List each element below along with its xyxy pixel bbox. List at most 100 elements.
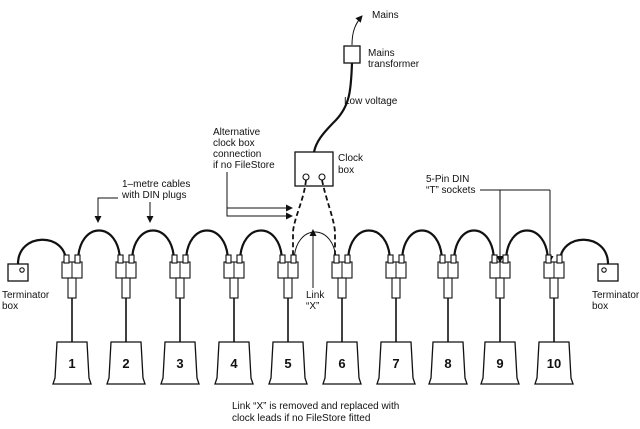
clock-socket-right (318, 173, 326, 181)
t-socket-plug-left (63, 254, 70, 264)
network-cable (130, 229, 176, 263)
alt-clock-label-3: connection (213, 149, 261, 160)
alt-clock-pointer (226, 172, 293, 212)
t-socket-plug-right (128, 254, 135, 264)
network-cable (16, 238, 68, 265)
station-3 (160, 341, 200, 385)
t-socket-plug-left (333, 254, 340, 264)
network-cable (504, 229, 550, 263)
t-socket-plug-left (491, 254, 498, 264)
station-number: 10 (547, 356, 561, 371)
t-socket-plug-left (439, 254, 446, 264)
cables-label-1: 1–metre cables (122, 179, 190, 190)
terminator-right-label-1: Terminator (592, 290, 640, 301)
network-cable (76, 229, 122, 263)
station-7 (376, 341, 416, 385)
terminator-left-label-1: Terminator (2, 290, 50, 301)
station-number: 6 (338, 356, 345, 371)
mains-label: Mains (372, 10, 399, 21)
alt-clock-label-4: if no FileStore (213, 160, 275, 171)
station-number: 7 (392, 356, 399, 371)
network-cable (238, 229, 284, 263)
station-number: 8 (444, 356, 451, 371)
din-label-1: 5-Pin DIN (426, 174, 469, 185)
drop-plug (495, 277, 505, 299)
footer-note-2: clock leads if no FileStore fitted (232, 413, 370, 424)
alt-clock-pointer-2 (226, 208, 293, 220)
t-socket-plug-left (225, 254, 232, 264)
network-cable (184, 229, 230, 263)
station-5 (268, 341, 308, 385)
t-socket-plug-right (182, 254, 189, 264)
t-socket-plug-left (387, 254, 394, 264)
t-socket-plug-right (344, 254, 351, 264)
station-2 (106, 341, 146, 385)
link-x-label-1: Link (306, 290, 325, 301)
station-number: 3 (176, 356, 183, 371)
station-8 (428, 341, 468, 385)
t-socket-plug-right (450, 254, 457, 264)
t-socket-plug-left (545, 254, 552, 264)
station-number: 1 (68, 356, 75, 371)
terminator-box-left (7, 263, 29, 282)
drop-plug (67, 277, 77, 299)
footer-note-1: Link “X” is removed and replaced with (232, 401, 399, 412)
network-cable (558, 238, 610, 265)
drop-plug (337, 277, 347, 299)
t-socket-plug-right (556, 254, 563, 264)
t-socket-plug-left (279, 254, 286, 264)
low-voltage-lead (312, 62, 354, 153)
station-10 (534, 341, 574, 385)
t-socket-plug-right (502, 254, 509, 264)
terminator-right-socket (601, 267, 607, 273)
station-4 (214, 341, 254, 385)
t-socket-plug-right (236, 254, 243, 264)
station-number: 2 (122, 356, 129, 371)
clock-socket-left (302, 173, 310, 181)
cables-pointer (97, 197, 118, 206)
terminator-box-right (597, 263, 619, 282)
t-socket-plug-left (171, 254, 178, 264)
terminator-right-label-2: box (592, 301, 608, 312)
station-number: 4 (230, 356, 238, 371)
clock-lead-right (321, 179, 336, 262)
station-6 (322, 341, 362, 385)
clock-box (294, 151, 334, 187)
alt-clock-label-2: clock box (213, 138, 255, 149)
network-cable (346, 229, 392, 263)
drop-plug (175, 277, 185, 299)
cables-label-2: with DIN plugs (121, 190, 186, 201)
t-socket-plug-right (290, 254, 297, 264)
drop-plug (283, 277, 293, 299)
drop-plug (121, 277, 131, 299)
t-socket-plug-right (398, 254, 405, 264)
link-x-cable (293, 231, 337, 263)
station-number: 5 (284, 356, 291, 371)
network-cable (452, 229, 496, 263)
mains-transformer-label-1: Mains (368, 48, 395, 59)
clock-box-label-1: Clock (338, 153, 364, 164)
terminator-left-label-2: box (2, 301, 18, 312)
clock-lead-left (292, 179, 307, 262)
station-1 (52, 341, 92, 385)
clock-box-label-2: box (338, 165, 354, 176)
mains-transformer-label-2: transformer (368, 59, 420, 70)
drop-plug (229, 277, 239, 299)
station-9 (480, 341, 520, 385)
drop-plug (443, 277, 453, 299)
link-x-label-2: “X” (306, 301, 319, 312)
drop-plug (549, 277, 559, 299)
network-cable (400, 229, 444, 263)
t-socket-plug-right (74, 254, 81, 264)
din-label-2: “T” sockets (426, 185, 475, 196)
terminator-left-socket (19, 267, 25, 273)
mains-transformer (343, 45, 361, 64)
t-socket-plug-left (117, 254, 124, 264)
mains-lead (351, 15, 363, 46)
low-voltage-label: Low voltage (344, 96, 398, 107)
alt-clock-label-1: Alternative (213, 127, 261, 138)
drop-plug (391, 277, 401, 299)
